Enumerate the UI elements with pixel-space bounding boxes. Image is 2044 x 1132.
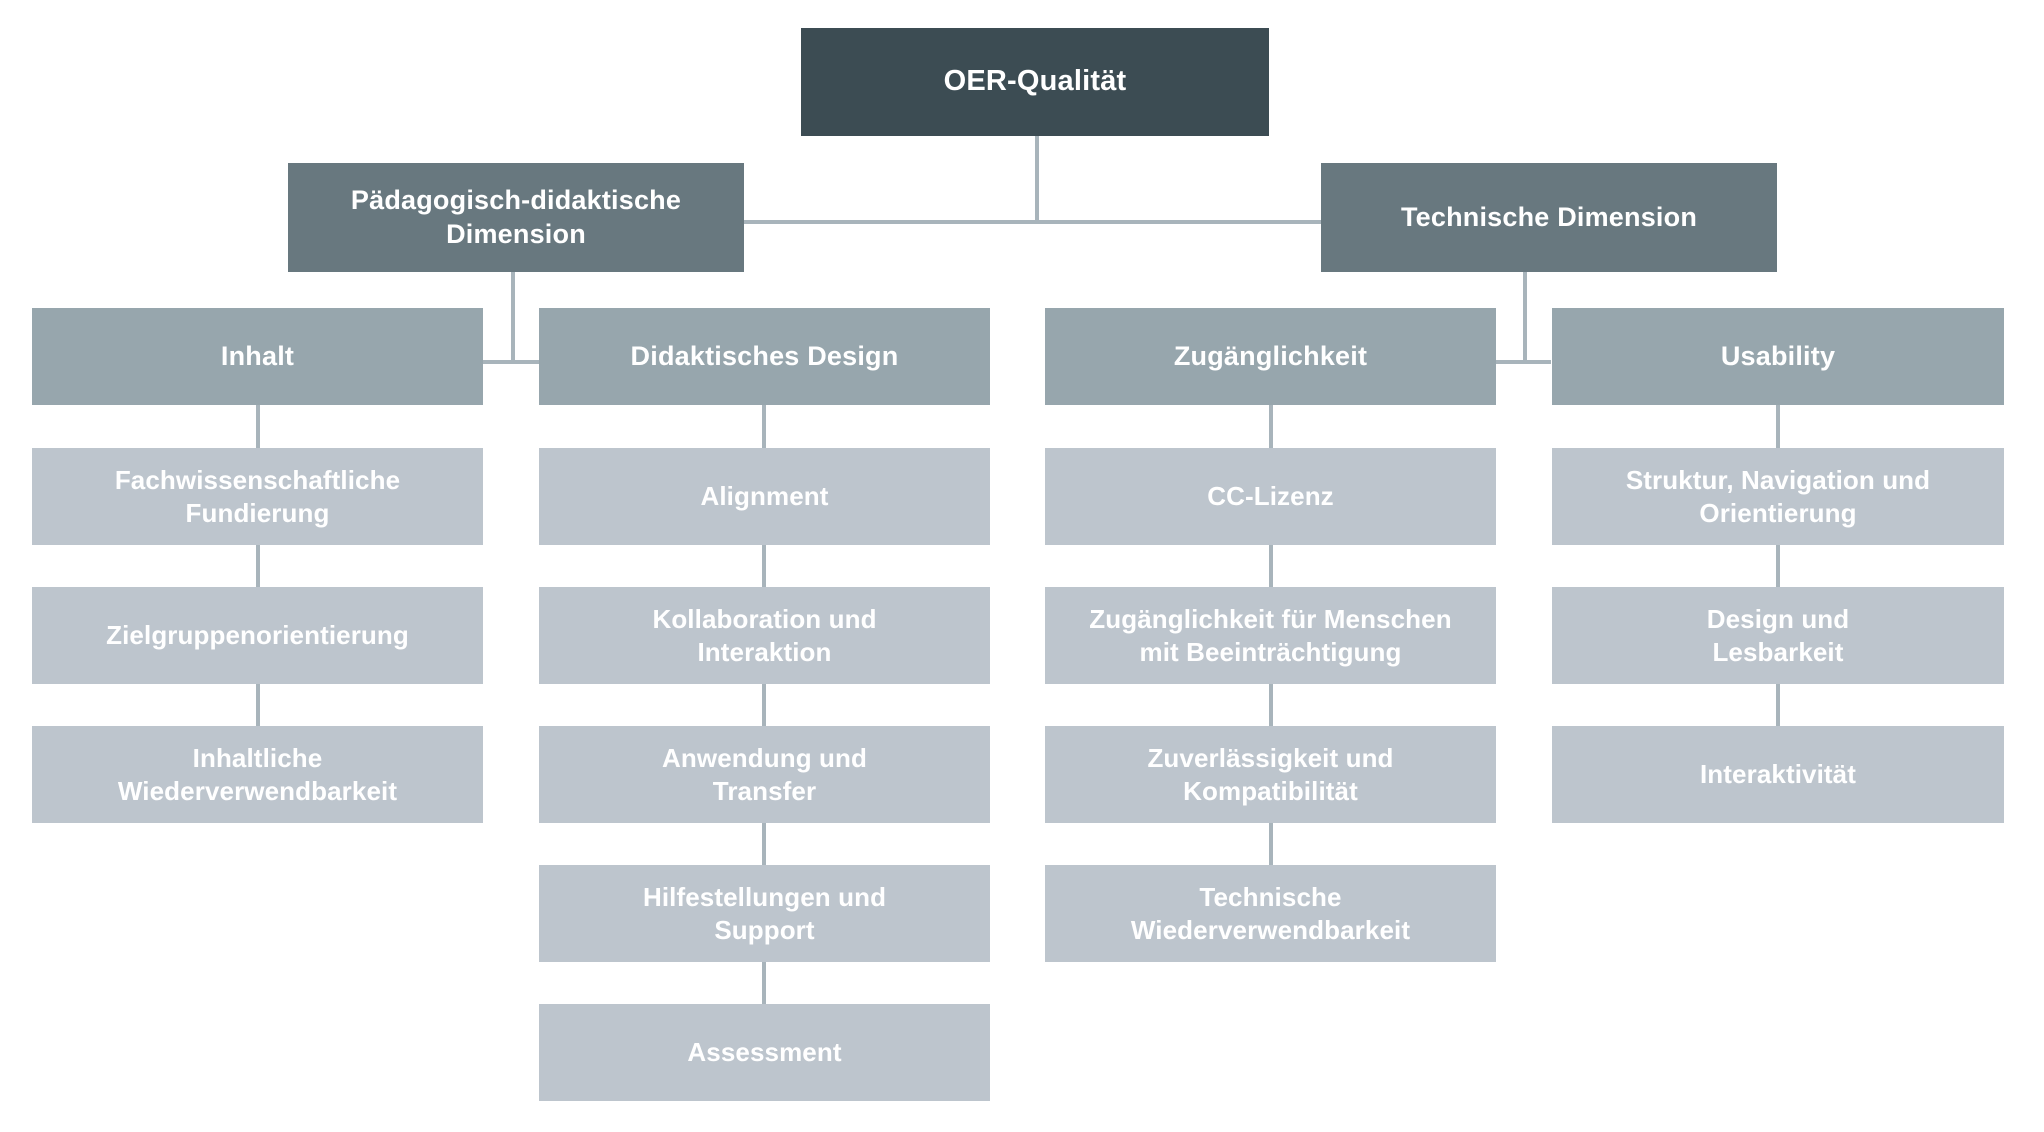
node-label: Zuverlässigkeit und Kompatibilität (1147, 743, 1394, 806)
connector-zugaenglichkeit-3 (1269, 682, 1273, 728)
connector-dimension-bus (727, 220, 1338, 224)
connector-inhalt-2 (256, 543, 260, 589)
connector-inhalt-1 (256, 404, 260, 450)
connector-didaktisches-design-1 (762, 404, 766, 450)
node-label: CC-Lizenz (1207, 481, 1334, 512)
node-category-inhalt[interactable]: Inhalt (32, 308, 483, 405)
node-label: Zugänglichkeit für Menschen mit Beeinträ… (1089, 604, 1452, 667)
node-label: Interaktivität (1699, 759, 1856, 790)
node-label: Assessment (687, 1037, 842, 1068)
node-label: Struktur, Navigation und Orientierung (1625, 465, 1931, 528)
node-criterion-technische-wiederverwendbarkeit[interactable]: Technische Wiederverwendbarkeit (1045, 865, 1496, 962)
connector-technical-stem (1523, 272, 1527, 364)
node-criterion-interaktivitaet[interactable]: Interaktivität (1552, 726, 2004, 823)
node-criterion-cc-lizenz[interactable]: CC-Lizenz (1045, 448, 1496, 545)
connector-didaktisches-design-5 (762, 960, 766, 1006)
node-criterion-hilfestellungen-und-support[interactable]: Hilfestellungen und Support (539, 865, 990, 962)
node-criterion-design-und-lesbarkeit[interactable]: Design und Lesbarkeit (1552, 587, 2004, 684)
connector-zugaenglichkeit-2 (1269, 543, 1273, 589)
node-label: Technische Dimension (1400, 201, 1698, 232)
node-criterion-inhaltliche-wiederverwendbarkeit[interactable]: Inhaltliche Wiederverwendbarkeit (32, 726, 483, 823)
node-criterion-alignment[interactable]: Alignment (539, 448, 990, 545)
connector-usability-2 (1776, 543, 1780, 589)
node-label: Technische Wiederverwendbarkeit (1130, 882, 1411, 945)
connector-inhalt-3 (256, 682, 260, 728)
node-technische-dimension[interactable]: Technische Dimension (1321, 163, 1777, 272)
node-label: Zielgruppenorientierung (106, 620, 409, 651)
node-label: Alignment (700, 481, 829, 512)
node-label: Design und Lesbarkeit (1706, 604, 1850, 667)
connector-didaktisches-design-4 (762, 821, 766, 867)
node-label: Pädagogisch-didaktische Dimension (350, 185, 682, 249)
connector-usability-3 (1776, 682, 1780, 728)
node-label: Kollaboration und Interaktion (652, 604, 877, 667)
node-label: Hilfestellungen und Support (642, 882, 887, 945)
node-criterion-assessment[interactable]: Assessment (539, 1004, 990, 1101)
connector-usability-1 (1776, 404, 1780, 450)
node-category-zugaenglichkeit[interactable]: Zugänglichkeit (1045, 308, 1496, 405)
node-criterion-fachwissenschaftliche-fundierung[interactable]: Fachwissenschaftliche Fundierung (32, 448, 483, 545)
node-label: Didaktisches Design (630, 340, 899, 371)
node-criterion-zielgruppenorientierung[interactable]: Zielgruppenorientierung (32, 587, 483, 684)
connector-zugaenglichkeit-1 (1269, 404, 1273, 450)
connector-pedagogical-category-bus (483, 360, 539, 364)
node-label: Inhalt (220, 340, 295, 371)
node-category-usability[interactable]: Usability (1552, 308, 2004, 405)
node-criterion-anwendung-und-transfer[interactable]: Anwendung und Transfer (539, 726, 990, 823)
node-criterion-struktur-navigation-und-orientierung[interactable]: Struktur, Navigation und Orientierung (1552, 448, 2004, 545)
node-criterion-zugaenglichkeit-fuer-menschen-mit-beeintraechtigung[interactable]: Zugänglichkeit für Menschen mit Beeinträ… (1045, 587, 1496, 684)
node-oer-qualitaet[interactable]: OER-Qualität (801, 28, 1269, 136)
node-label: Fachwissenschaftliche Fundierung (114, 465, 401, 528)
node-label: OER-Qualität (943, 65, 1127, 98)
connector-technical-category-bus (1495, 360, 1551, 364)
node-label: Inhaltliche Wiederverwendbarkeit (117, 743, 398, 806)
node-criterion-zuverlaessigkeit-und-kompatibilitaet[interactable]: Zuverlässigkeit und Kompatibilität (1045, 726, 1496, 823)
connector-zugaenglichkeit-4 (1269, 821, 1273, 867)
node-criterion-kollaboration-und-interaktion[interactable]: Kollaboration und Interaktion (539, 587, 990, 684)
connector-didaktisches-design-2 (762, 543, 766, 589)
connector-didaktisches-design-3 (762, 682, 766, 728)
connector-pedagogical-stem (511, 272, 515, 364)
connector-root-stem (1035, 136, 1039, 222)
node-label: Anwendung und Transfer (662, 743, 867, 806)
node-category-didaktisches-design[interactable]: Didaktisches Design (539, 308, 990, 405)
node-paedagogisch-didaktische-dimension[interactable]: Pädagogisch-didaktische Dimension (288, 163, 744, 272)
node-label: Usability (1720, 340, 1836, 371)
node-label: Zugänglichkeit (1173, 340, 1368, 371)
